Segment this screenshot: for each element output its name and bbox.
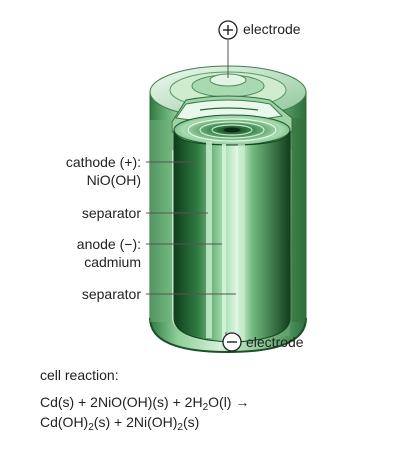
reaction-line2-sub2: 2 bbox=[177, 422, 183, 433]
battery-top-cap bbox=[149, 65, 307, 133]
anode-label-line2: cadmium bbox=[84, 254, 141, 270]
reaction-arrow-icon: → bbox=[235, 394, 250, 410]
reaction-line1: Cd(s) + 2NiO(OH)(s) + 2H2O(l) → bbox=[40, 393, 250, 413]
reaction-line1-sub: 2 bbox=[202, 402, 209, 413]
plus-electrode-label: electrode bbox=[243, 21, 301, 37]
cathode-label-line1: cathode (+): bbox=[65, 154, 141, 170]
reaction-line1-lhs: Cd(s) + 2NiO(OH)(s) + 2H bbox=[40, 394, 203, 410]
reaction-line2-p1: Cd(OH) bbox=[40, 414, 89, 430]
reaction-line2-p2: (s) + 2Ni(OH) bbox=[93, 414, 178, 430]
minus-electrode-label: electrode bbox=[246, 334, 304, 350]
electrode-roll-top bbox=[173, 114, 291, 146]
separator-bottom-label: separator bbox=[81, 286, 141, 302]
reaction-line2-sub1: 2 bbox=[88, 422, 94, 433]
reaction-title: cell reaction: bbox=[40, 367, 119, 383]
plus-circle-icon bbox=[218, 20, 238, 40]
anode-label-line1: anode (−): bbox=[76, 236, 141, 252]
reaction-line1-mid: O(l) bbox=[208, 394, 232, 410]
minus-circle-icon bbox=[222, 332, 242, 352]
electrode-roll bbox=[150, 118, 306, 343]
reaction-line2: Cd(OH)2(s) + 2Ni(OH)2(s) bbox=[40, 413, 200, 433]
separator-top-label: separator bbox=[81, 205, 141, 221]
reaction-line2-p3: (s) bbox=[182, 414, 200, 430]
cathode-label-line2: NiO(OH) bbox=[86, 172, 141, 188]
